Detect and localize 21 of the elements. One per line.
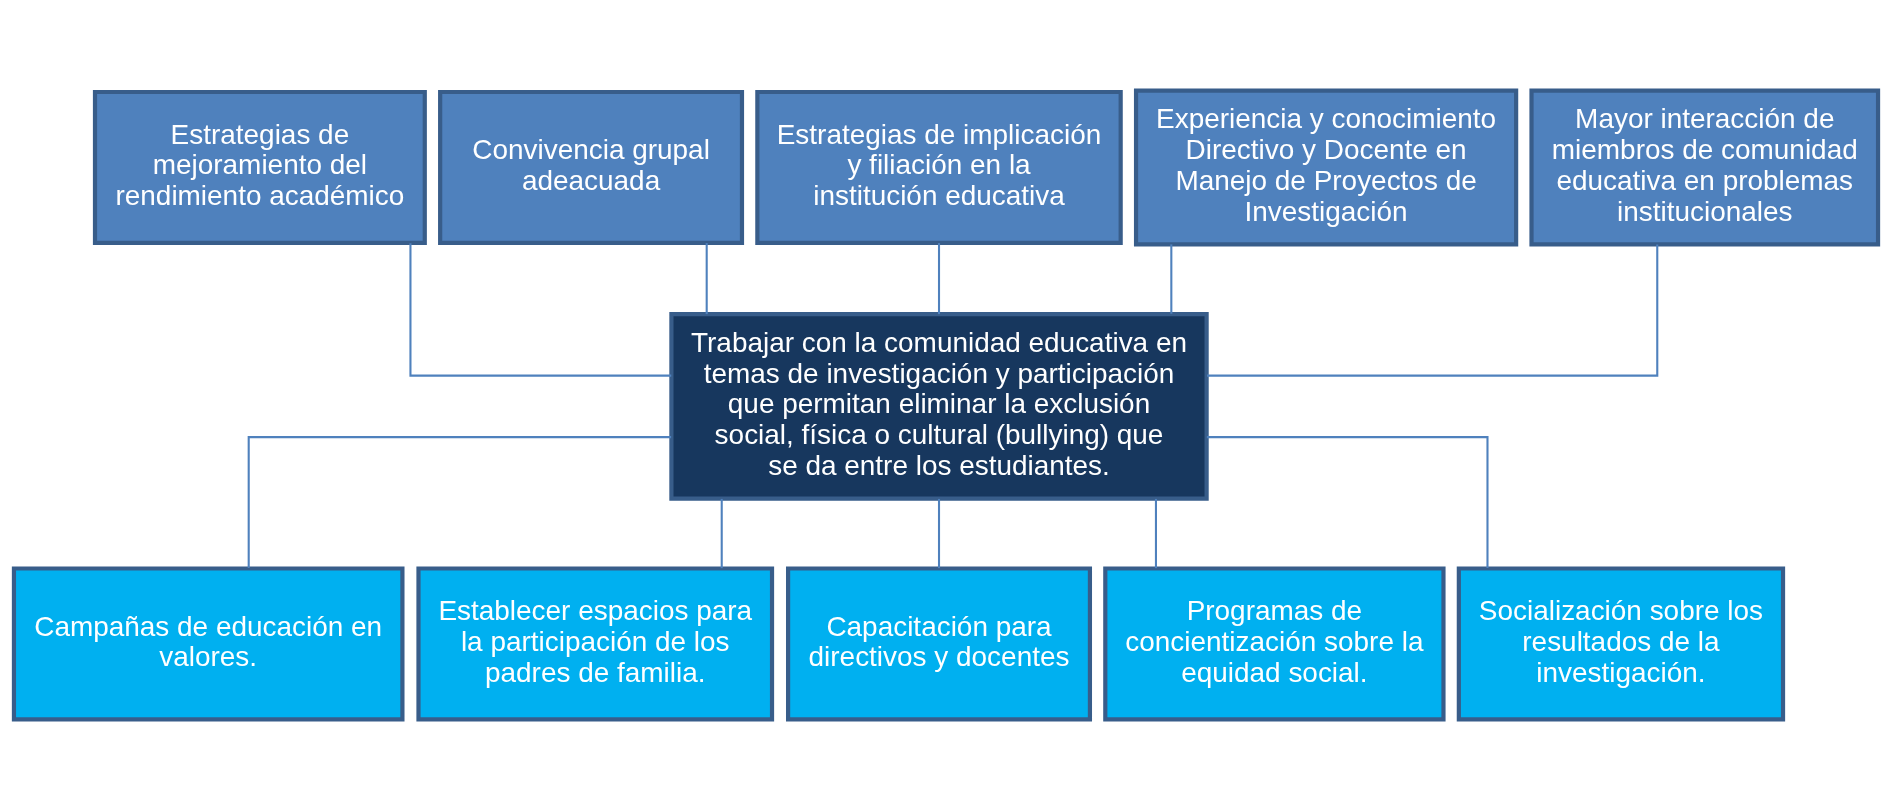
connector [705, 243, 708, 315]
connector [937, 498, 941, 569]
node-box: Estrategias de mejoramiento del rendimiento académico [92, 89, 427, 245]
connector [1206, 436, 1489, 569]
node-box: Socialización sobre los resultados de la investigación. [1456, 566, 1786, 722]
node-box: Convivencia grupal adeacuada [438, 89, 745, 245]
connector [720, 498, 723, 569]
connector [409, 243, 672, 377]
connector [937, 243, 941, 315]
node-box: Estrategias de implicación y filiación en la institución educativa [755, 89, 1123, 245]
connector [1154, 498, 1157, 569]
node-box: Campañas de educación en valores. [11, 566, 405, 722]
node-box: Capacitación para directivos y docentes [786, 566, 1093, 722]
connector [1170, 244, 1173, 314]
node-box: Establecer espacios para la participación de los padres de familia. [416, 566, 775, 722]
node-box: Mayor interacción de miembros de comunidad educativa en problemas institucionales [1529, 88, 1881, 247]
connector [247, 436, 672, 569]
connector [1206, 244, 1659, 377]
node-box: Experiencia y conocimiento Directivo y Docente en Manejo de Proyectos de Investigación [1133, 88, 1519, 247]
node-box: Trabajar con la comunidad educativa en temas de investigación y participación que permitan eliminar la exclusión social, física o cultural (bullying) que se da entre los estudiantes. [669, 312, 1209, 501]
node-box: Programas de concientización sobre la equidad social. [1103, 566, 1446, 722]
